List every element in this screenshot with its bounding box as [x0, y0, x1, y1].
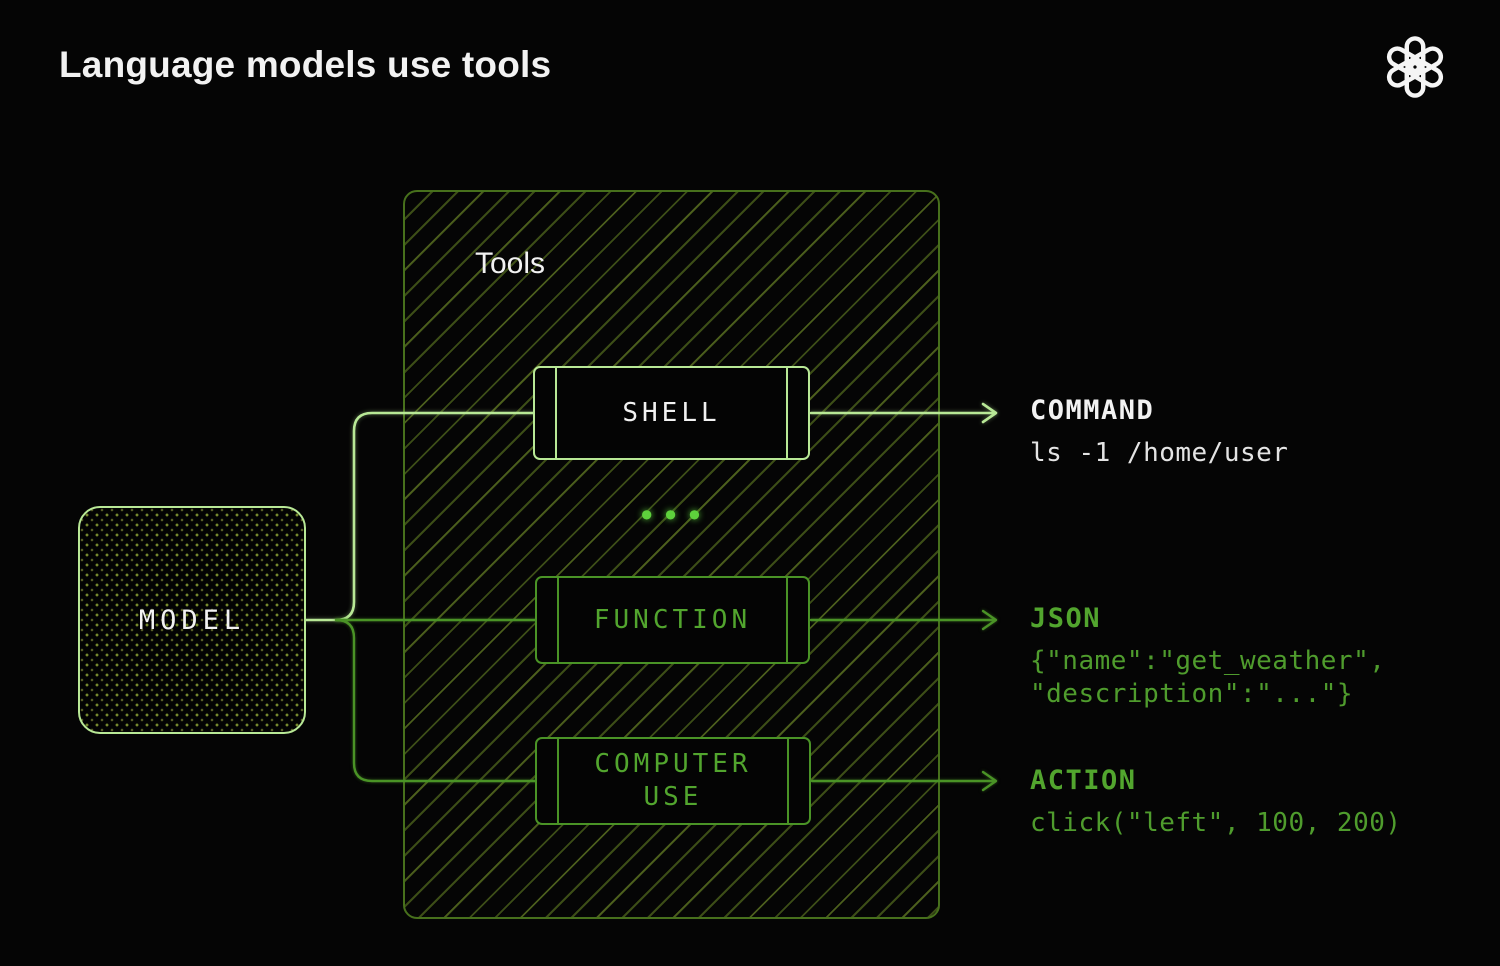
output-json-code: {"name":"get_weather", "description":"..… [1030, 646, 1386, 709]
output-action: ACTION click("left", 100, 200) [1030, 766, 1402, 840]
tool-node-shell: SHELL [533, 366, 810, 460]
output-json: JSON {"name":"get_weather", "description… [1030, 604, 1385, 711]
wire-model-to-computer-use [334, 618, 538, 783]
output-command-label: COMMAND [1030, 395, 1155, 426]
model-node-label: MODEL [138, 604, 246, 636]
model-node: MODEL [78, 506, 306, 734]
output-json-label: JSON [1030, 603, 1102, 634]
output-action-code: click("left", 100, 200) [1030, 808, 1402, 838]
wire-model-to-shell [304, 411, 536, 622]
arrowhead-action [981, 770, 998, 792]
output-command: COMMAND ls -1 /home/user [1030, 396, 1288, 470]
arrowhead-command [981, 402, 998, 424]
tool-node-computer-use: COMPUTER USE [535, 737, 811, 825]
output-command-code: ls -1 /home/user [1030, 438, 1289, 468]
shell-node-label: SHELL [622, 397, 721, 428]
tool-node-function: FUNCTION [535, 576, 810, 664]
output-action-label: ACTION [1030, 765, 1137, 796]
tools-container-label: Tools [475, 247, 546, 280]
openai-logo-icon [1386, 36, 1444, 98]
computer-use-node-label: COMPUTER USE [594, 749, 752, 812]
function-node-label: FUNCTION [593, 604, 752, 635]
arrowhead-json [981, 609, 998, 631]
page-title: Language models use tools [59, 44, 552, 85]
more-tools-ellipsis: ••• [637, 497, 709, 535]
